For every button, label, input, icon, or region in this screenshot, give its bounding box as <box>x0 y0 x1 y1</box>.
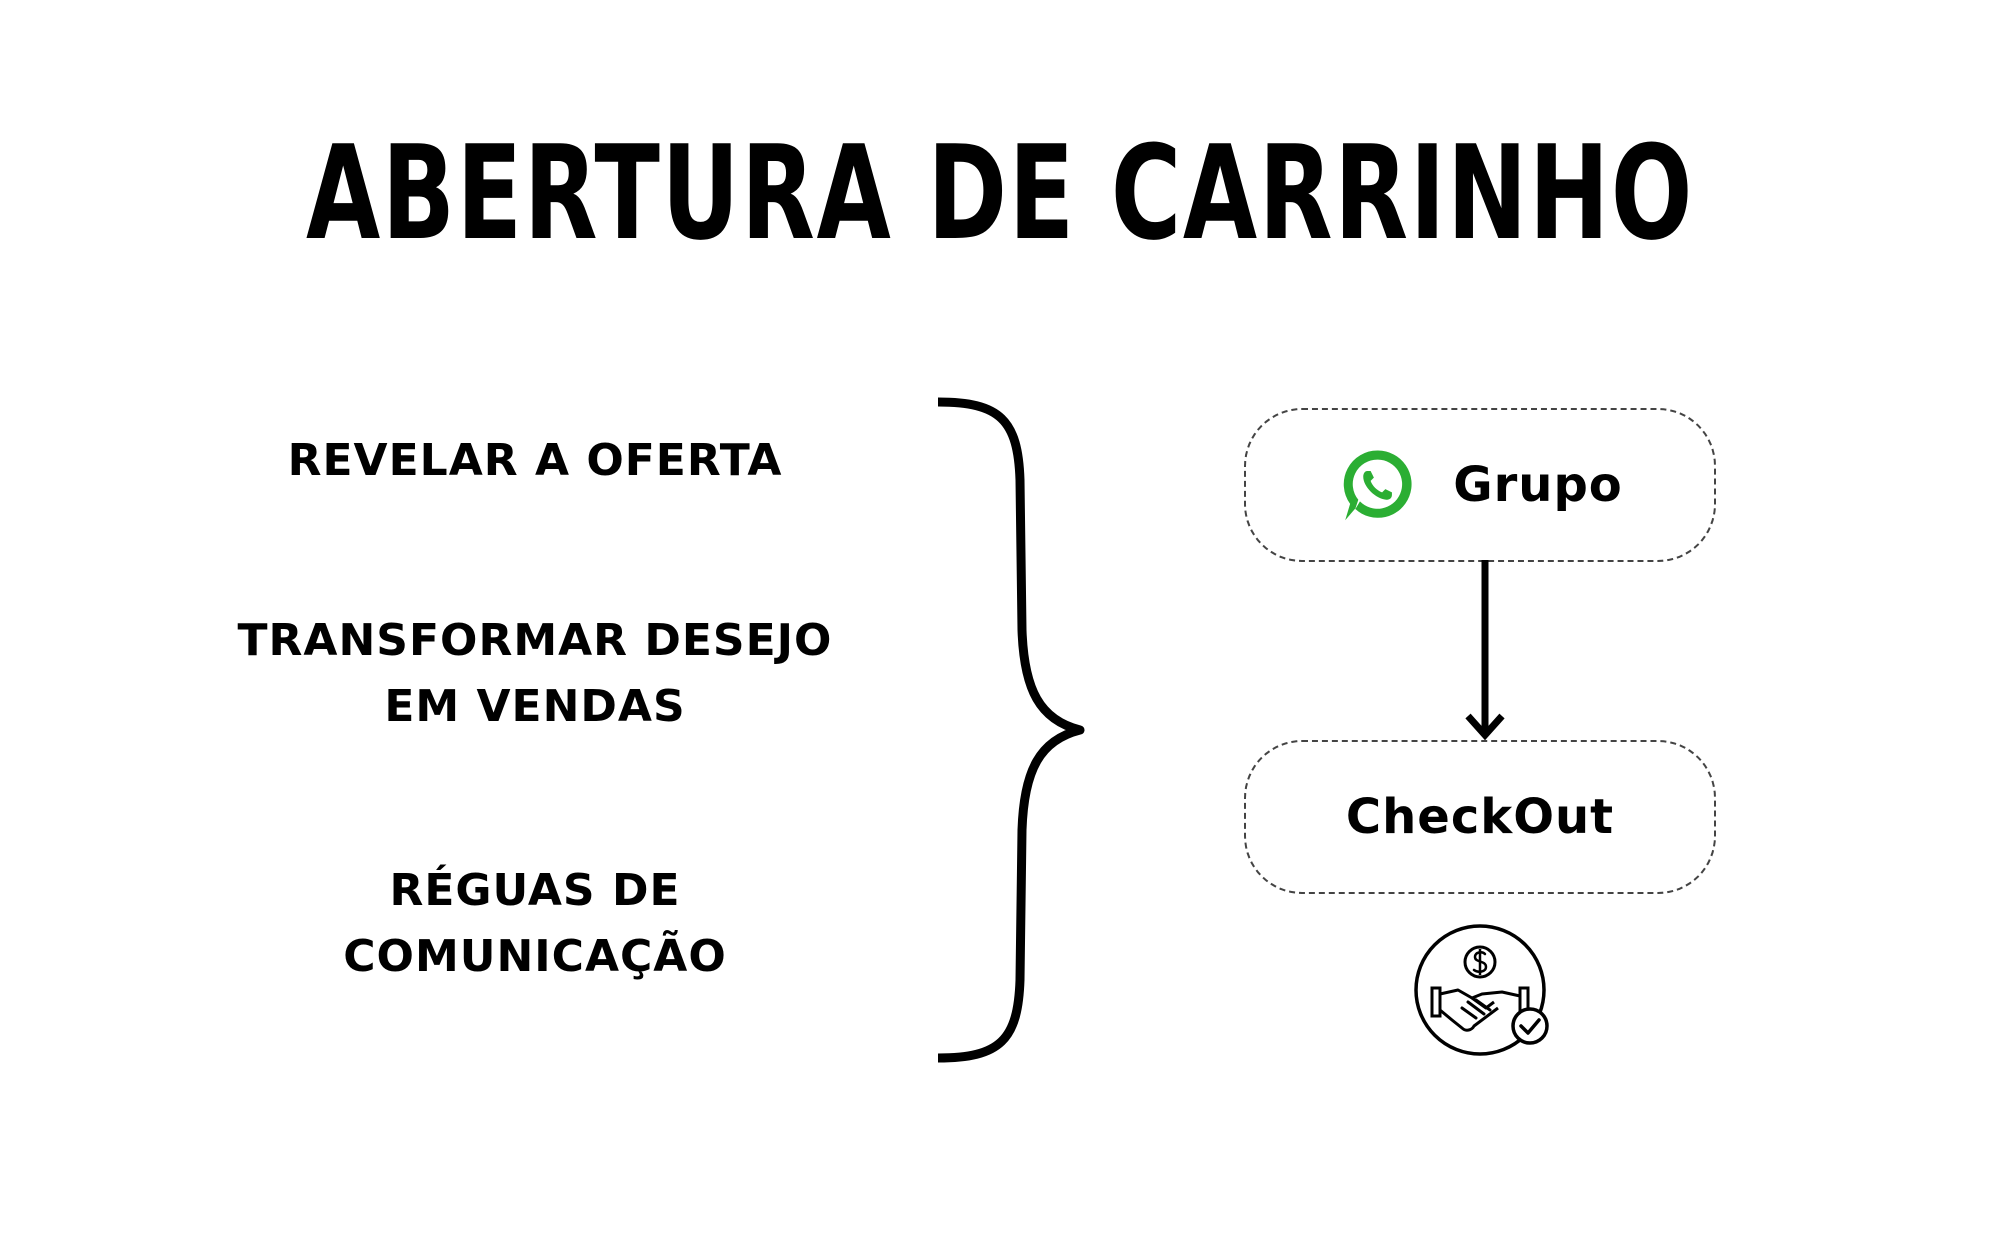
left-item-line: REVELAR A OFERTA <box>287 435 783 486</box>
diagram-title: ABERTURA DE CARRINHO <box>305 117 1695 269</box>
left-item-line: COMUNICAÇÃO <box>343 931 727 982</box>
left-item-line: TRANSFORMAR DESEJO <box>237 615 833 666</box>
whatsapp-icon <box>1343 450 1412 521</box>
down-arrow <box>1465 560 1505 741</box>
right-curly-brace <box>937 397 1085 1063</box>
flow-node-checkout: CheckOut <box>1244 740 1716 894</box>
flow-node-label: Grupo <box>1453 457 1623 513</box>
flow-node-label: CheckOut <box>1345 789 1615 845</box>
left-item-line: EM VENDAS <box>384 681 686 732</box>
left-item-reguas-comunicacao: RÉGUAS DE COMUNICAÇÃO <box>200 858 870 990</box>
left-item-revelar-oferta: REVELAR A OFERTA <box>200 428 870 494</box>
left-item-line: RÉGUAS DE <box>389 865 681 916</box>
left-item-transformar-desejo: TRANSFORMAR DESEJO EM VENDAS <box>200 608 870 740</box>
handshake-money-check-icon <box>1414 924 1549 1056</box>
flow-node-grupo: Grupo <box>1244 408 1716 562</box>
